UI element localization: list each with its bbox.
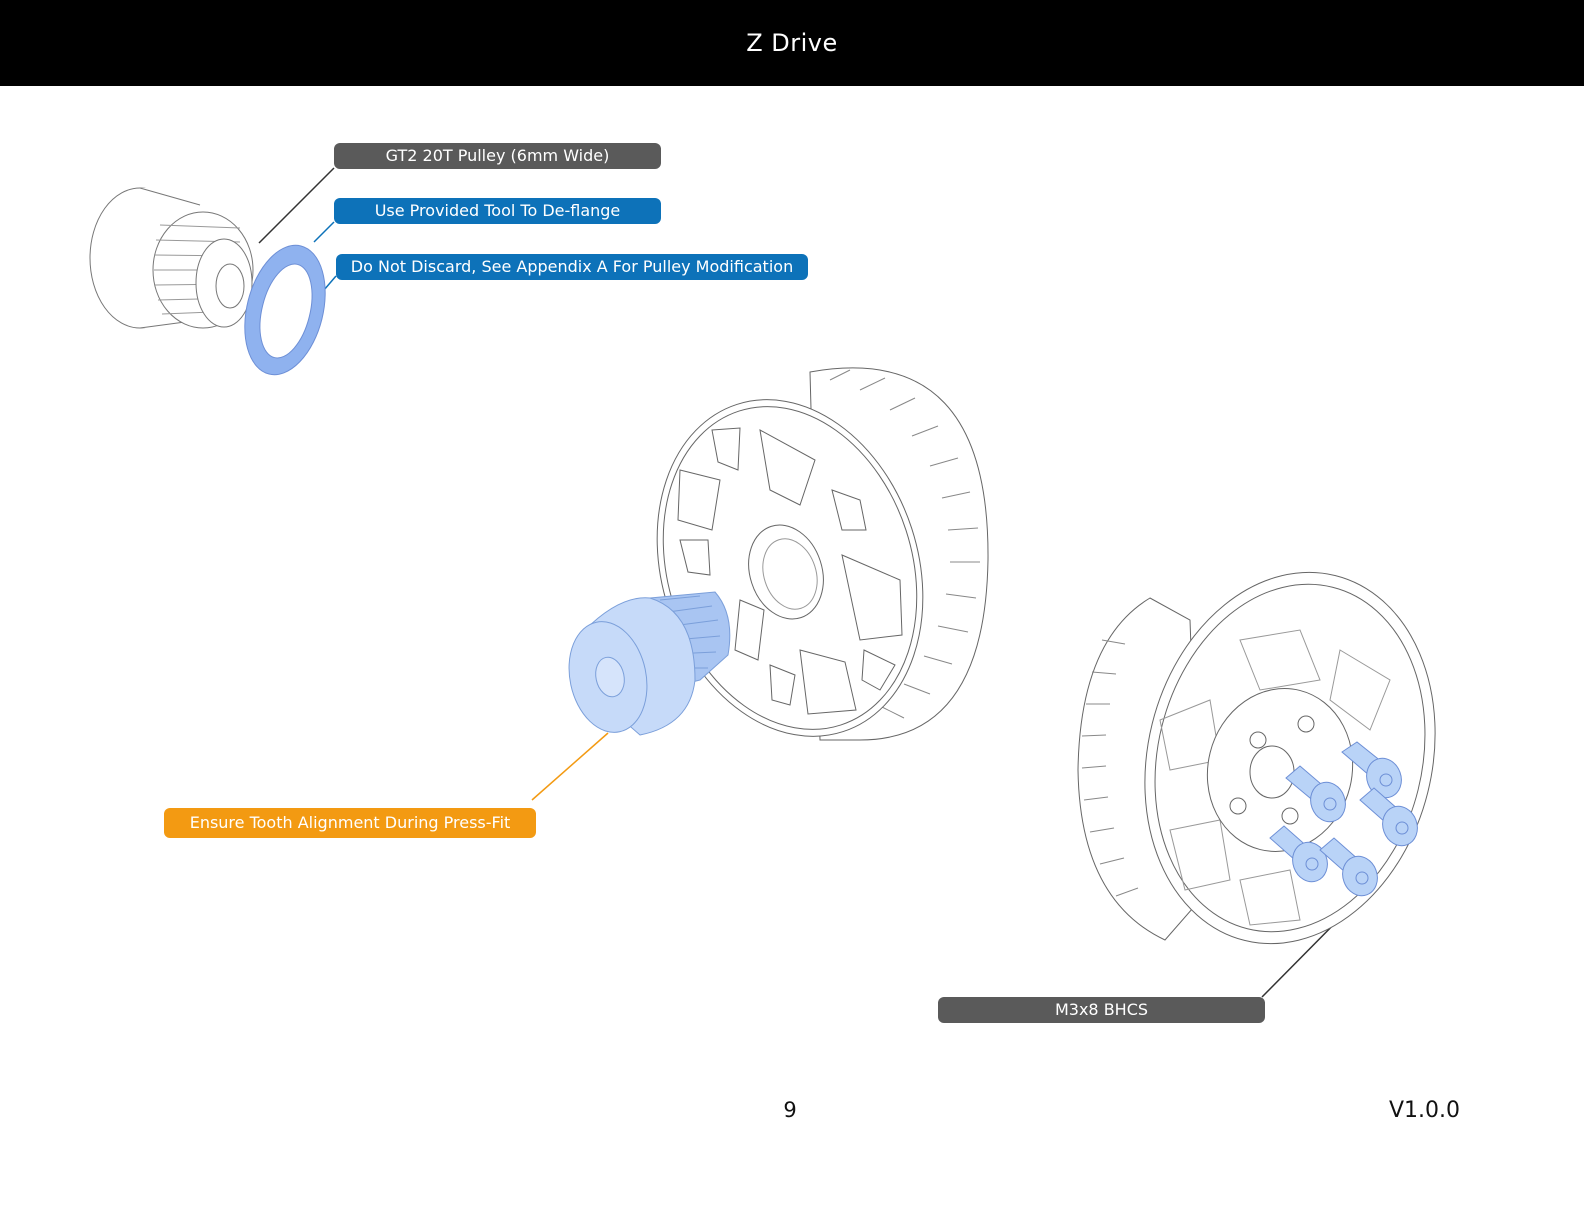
callout-tooth-alignment: Ensure Tooth Alignment During Press-Fit [164, 808, 536, 838]
screw-5 [1319, 837, 1378, 897]
screw-4 [1269, 825, 1328, 883]
leader-line-alignment [531, 732, 609, 801]
leader-line-discard [323, 275, 337, 291]
screw-1 [1341, 741, 1402, 799]
page-header: Z Drive [0, 0, 1584, 86]
leader-line-pulley [258, 167, 335, 244]
callout-m3x8-bhcs: M3x8 BHCS [938, 997, 1265, 1023]
screw-3 [1359, 787, 1418, 847]
callout-appendix-note: Do Not Discard, See Appendix A For Pulle… [336, 254, 808, 280]
callout-deflange-tool: Use Provided Tool To De-flange [334, 198, 661, 224]
page-title: Z Drive [746, 29, 838, 57]
press-fit-pulley-drawing [568, 591, 731, 736]
gt2-pulley-drawing [89, 187, 254, 329]
leader-line-tool [313, 221, 335, 243]
large-pulley-back-drawing [1077, 571, 1436, 945]
callout-pulley: GT2 20T Pulley (6mm Wide) [334, 143, 661, 169]
flange-ring-drawing [244, 244, 326, 376]
version-label: V1.0.0 [1388, 1098, 1460, 1123]
screw-2 [1285, 765, 1346, 823]
bhcs-screws-drawing [1269, 741, 1418, 897]
page-number: 9 [783, 1098, 797, 1122]
